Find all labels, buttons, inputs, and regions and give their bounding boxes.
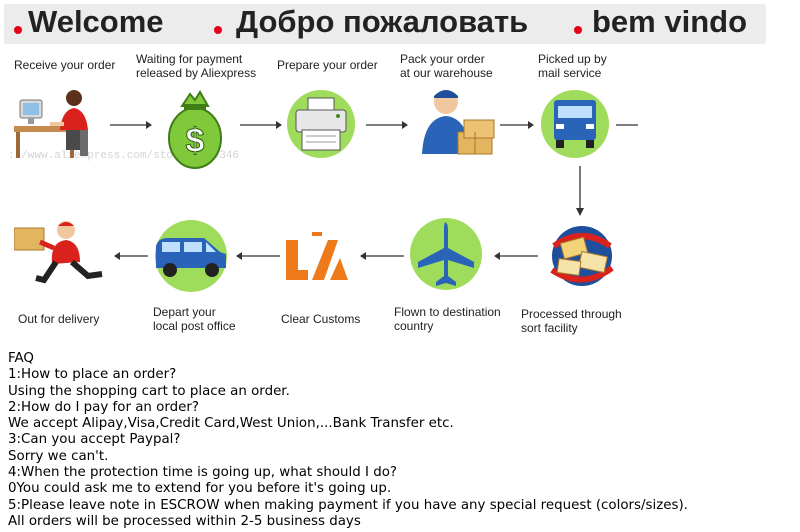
flow-arrow-left-icon bbox=[360, 252, 404, 260]
welcome-portuguese: bem vindo bbox=[592, 4, 748, 39]
faq-question: 2:How do I pay for an order? bbox=[8, 399, 199, 415]
flow-arrow-down-icon bbox=[576, 166, 584, 216]
flow-arrow-left-icon bbox=[236, 252, 280, 260]
step-label-out-for-delivery: Out for delivery bbox=[18, 312, 100, 326]
red-dot-icon bbox=[14, 26, 22, 34]
faq-heading: FAQ bbox=[8, 351, 34, 366]
faq-note: 5:Please leave note in ESCROW when makin… bbox=[8, 497, 688, 513]
faq-answer: Using the shopping cart to place an orde… bbox=[8, 383, 290, 399]
flow-arrow-icon bbox=[240, 121, 282, 129]
delivery-van-icon bbox=[155, 220, 227, 292]
faq-answer: We accept Alipay,Visa,Credit Card,West U… bbox=[8, 416, 454, 432]
flow-arrow-icon bbox=[366, 121, 408, 129]
warehouse-worker-icon bbox=[422, 90, 495, 155]
flow-arrow-icon bbox=[500, 121, 534, 129]
flow-arrow-left-icon bbox=[494, 252, 538, 260]
flow-arrow-left-icon bbox=[114, 252, 148, 260]
flow-arrow-icon bbox=[110, 121, 152, 129]
faq-question: 1:How to place an order? bbox=[8, 367, 177, 383]
airplane-icon bbox=[410, 218, 482, 290]
step-label-clear-customs: Clear Customs bbox=[281, 312, 361, 326]
flow-line bbox=[616, 124, 638, 126]
mail-sorting-icon bbox=[550, 226, 614, 286]
faq-answer: Sorry we can't. bbox=[8, 448, 109, 464]
faq-question: 3:Can you accept Paypal? bbox=[8, 432, 181, 448]
red-dot-icon bbox=[574, 26, 582, 34]
faq-note: All orders will be processed within 2-5 … bbox=[8, 513, 361, 529]
faq-answer: 0You could ask me to extend for you befo… bbox=[8, 481, 392, 497]
step-label-receive: Receive your order bbox=[14, 58, 116, 72]
delivery-truck-icon bbox=[541, 90, 609, 158]
welcome-russian: Добро пожаловать bbox=[236, 4, 529, 39]
welcome-banner bbox=[4, 4, 766, 44]
customs-icon bbox=[286, 232, 348, 280]
welcome-english: Welcome bbox=[28, 4, 164, 39]
customer-at-computer-icon bbox=[14, 90, 88, 158]
courier-running-icon bbox=[14, 221, 103, 284]
red-dot-icon bbox=[214, 26, 222, 34]
money-bag-icon: $ bbox=[168, 90, 222, 169]
faq-section: FAQ 1:How to place an order? Using the s… bbox=[8, 351, 688, 530]
faq-question: 4:When the protection time is going up, … bbox=[8, 465, 398, 481]
printer-icon bbox=[287, 90, 355, 158]
svg-text:$: $ bbox=[186, 122, 205, 160]
step-label-prepare: Prepare your order bbox=[277, 58, 378, 72]
